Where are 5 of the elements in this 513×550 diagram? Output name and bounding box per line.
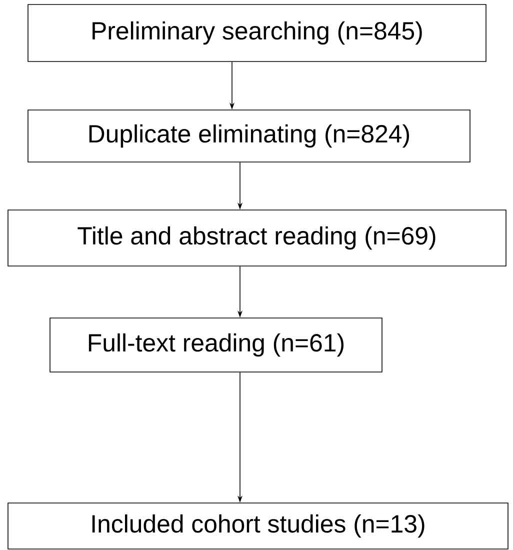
process-box: Title and abstract reading (n=69) [8,210,506,266]
process-box: Duplicate eliminating (n=824) [28,110,470,162]
process-box: Preliminary searching (n=845) [28,4,486,62]
process-box: Full-text reading (n=61) [50,318,382,372]
process-box: Included cohort studies (n=13) [8,502,508,550]
